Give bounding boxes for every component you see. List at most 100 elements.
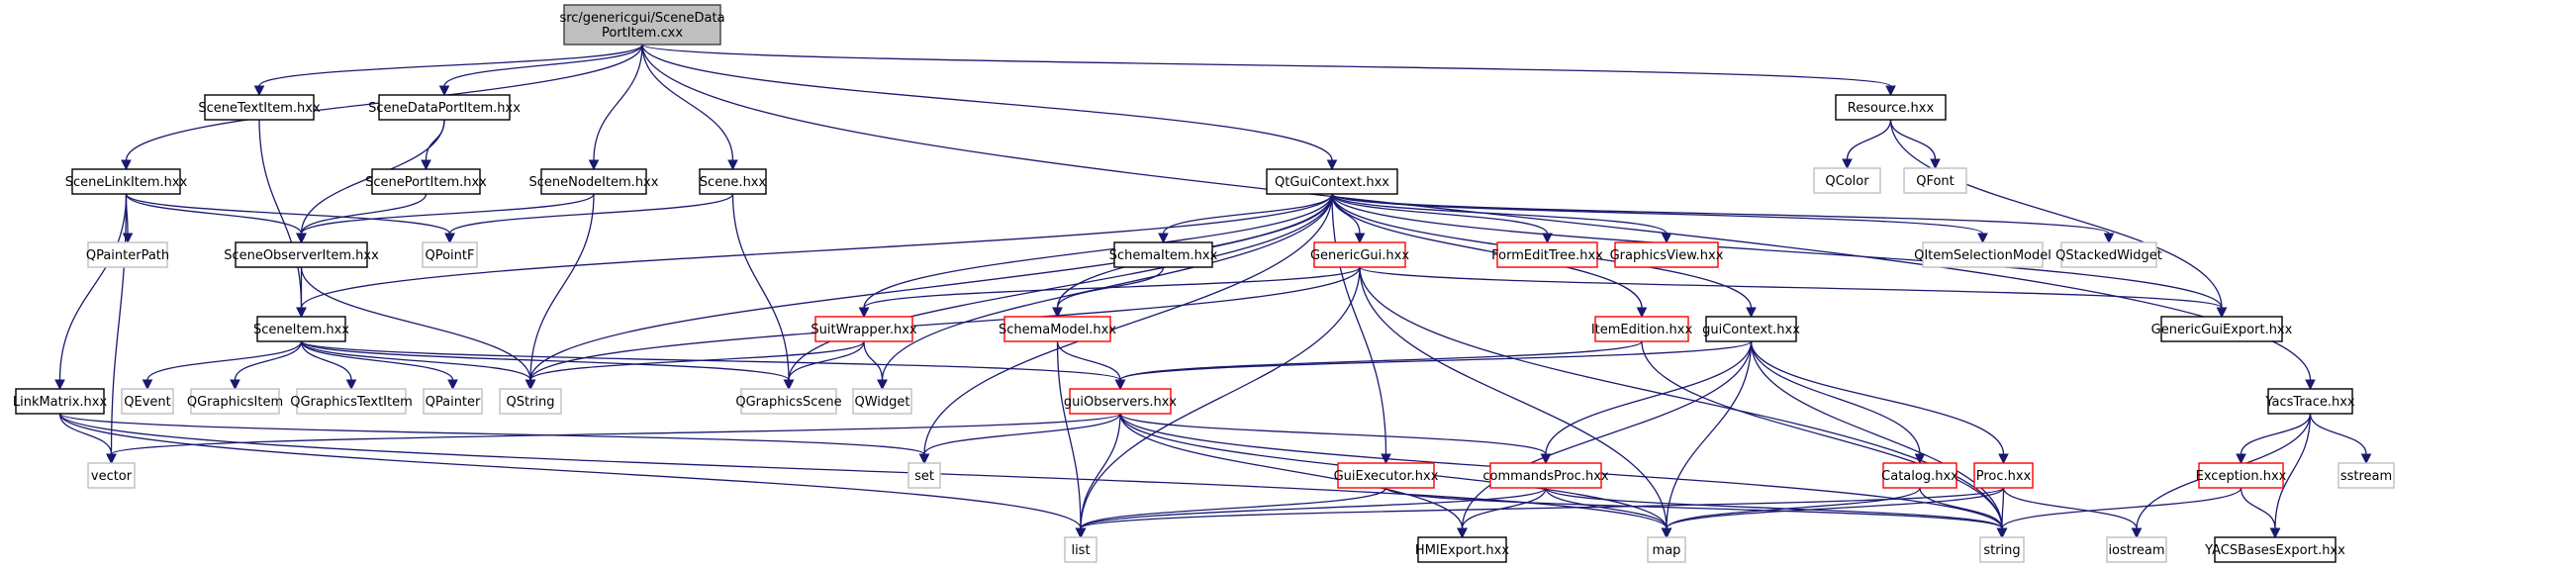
edge-SceneLinkItem-to-SceneObserverItem [125, 193, 303, 235]
edge-QtGuiContext-to-GuiExecutor [1331, 193, 1387, 455]
node-SceneTextItem[interactable]: SceneTextItem.hxx [198, 94, 321, 121]
node-Exception[interactable]: Exception.hxx [2196, 462, 2287, 489]
edge-guiContext-to-HMIExport [1461, 340, 1753, 529]
node-Catalog[interactable]: Catalog.hxx [1881, 462, 1958, 489]
arrowhead-Resource [1885, 85, 1896, 97]
node-box [563, 4, 721, 46]
node-box [1003, 316, 1111, 342]
node-GenericGuiExport[interactable]: GenericGuiExport.hxx [2151, 316, 2293, 342]
node-SchemaModel[interactable]: SchemaModel.hxx [999, 316, 1116, 342]
node-label: SceneDataPortItem.hxx [368, 101, 521, 116]
arrowhead-SceneItem [296, 307, 307, 319]
edge-GenericGui-to-GenericGuiExport [1359, 266, 2223, 309]
node-LinkMatrix[interactable]: LinkMatrix.hxx [13, 388, 108, 415]
edge-QtGuiContext-to-QItemSelectionModel [1331, 193, 1984, 235]
node-Scene[interactable]: Scene.hxx [699, 168, 767, 195]
node-box [2160, 316, 2283, 342]
node-box [2106, 536, 2167, 563]
edge-SuitWrapper-to-QString [529, 340, 865, 381]
node-box [1064, 536, 1097, 563]
node-QItemSelectionModel: QItemSelectionModel [1914, 241, 2051, 268]
node-label: commandsProc.hxx [1482, 469, 1608, 484]
node-string: string [1979, 536, 2025, 563]
node-QEvent: QEvent [121, 388, 174, 415]
node-box [2198, 462, 2284, 489]
node-guiObservers[interactable]: guiObservers.hxx [1064, 388, 1178, 415]
node-box [2214, 536, 2337, 563]
edge-LinkMatrix-to-vector [58, 413, 113, 455]
node-box [1813, 167, 1881, 194]
node-box [1705, 316, 1797, 342]
node-label: GenericGui.hxx [1310, 248, 1409, 263]
arrowhead-guiObservers [1114, 379, 1126, 391]
node-label: ScenePortItem.hxx [365, 175, 487, 190]
node-label: YacsTrace.hxx [2264, 395, 2355, 410]
node-SuitWrapper[interactable]: SuitWrapper.hxx [811, 316, 917, 342]
node-YACSBasesExport[interactable]: YACSBasesExport.hxx [2204, 536, 2345, 563]
edge-QtGuiContext-to-QGraphicsScene [788, 193, 1333, 381]
node-GraphicsView[interactable]: GraphicsView.hxx [1610, 241, 1724, 268]
arrowhead-SchemaModel [1052, 307, 1063, 319]
node-root[interactable]: src/genericgui/SceneDataPortItem.cxx [559, 4, 725, 46]
edge-YacsTrace-to-YACSBasesExport [2274, 413, 2312, 529]
node-guiContext[interactable]: guiContext.hxx [1702, 316, 1800, 342]
node-label: SceneNodeItem.hxx [529, 175, 659, 190]
node-box [1113, 241, 1213, 268]
edge-commandsProc-to-map [1545, 487, 1668, 529]
node-ScenePortItem[interactable]: ScenePortItem.hxx [365, 168, 487, 195]
node-box [1417, 536, 1507, 563]
edge-SceneItem-to-guiObservers [300, 340, 1121, 381]
node-label: guiContext.hxx [1702, 323, 1800, 337]
arrowhead-Exception [2236, 453, 2246, 465]
node-SceneLinkItem[interactable]: SceneLinkItem.hxx [65, 168, 188, 195]
node-label: string [1983, 543, 2020, 558]
node-SceneNodeItem[interactable]: SceneNodeItem.hxx [529, 168, 659, 195]
arrowhead-QFont [1930, 158, 1941, 170]
node-SceneDataPortItem[interactable]: SceneDataPortItem.hxx [368, 94, 521, 121]
node-SchemaItem[interactable]: SchemaItem.hxx [1109, 241, 1218, 268]
node-FormEditTree[interactable]: FormEditTree.hxx [1491, 241, 1603, 268]
edge-Scene-to-QGraphicsScene [731, 193, 790, 381]
edge-GuiExecutor-to-list [1080, 487, 1387, 529]
edge-root-to-Resource [641, 44, 1892, 87]
arrowhead-QEvent [142, 379, 153, 391]
edge-SceneItem-to-QGraphicsScene [300, 340, 790, 381]
arrowhead-QWidget [877, 379, 888, 391]
arrowhead-SceneDataPortItem [438, 85, 450, 97]
node-Resource[interactable]: Resource.hxx [1835, 94, 1947, 121]
arrowhead-map [1661, 527, 1672, 539]
node-box [190, 388, 280, 415]
edge-guiContext-to-commandsProc [1545, 340, 1753, 455]
arrowhead-set [918, 453, 930, 465]
edge-Proc-to-string [2001, 487, 2005, 529]
node-HMIExport[interactable]: HMIExport.hxx [1415, 536, 1509, 563]
node-GuiExecutor[interactable]: GuiExecutor.hxx [1334, 462, 1439, 489]
edge-root-to-SceneDataPortItem [443, 44, 643, 87]
node-YacsTrace[interactable]: YacsTrace.hxx [2264, 388, 2355, 415]
node-QtGuiContext[interactable]: QtGuiContext.hxx [1266, 168, 1398, 195]
arrowhead-YacsTrace [2305, 379, 2316, 391]
node-Proc[interactable]: Proc.hxx [1973, 462, 2034, 489]
node-box [1614, 241, 1719, 268]
node-commandsProc[interactable]: commandsProc.hxx [1482, 462, 1609, 489]
node-SceneObserverItem[interactable]: SceneObserverItem.hxx [224, 241, 379, 268]
arrowhead-SuitWrapper [858, 307, 870, 319]
edge-QtGuiContext-to-GenericGuiExport [1331, 193, 2223, 309]
nodes-layer: src/genericgui/SceneDataPortItem.cxxScen… [13, 4, 2395, 563]
arrowhead-SchemaItem [1158, 233, 1169, 244]
edge-guiContext-to-map [1666, 340, 1753, 529]
edge-SceneLinkItem-to-QPointF [125, 193, 451, 235]
arrowhead-YACSBasesExport [2269, 527, 2281, 539]
node-ItemEdition[interactable]: ItemEdition.hxx [1591, 316, 1693, 342]
node-box [1266, 168, 1398, 195]
arrowhead-Scene [727, 159, 738, 171]
edge-QtGuiContext-to-QStackedWidget [1331, 193, 2110, 235]
edge-Catalog-to-string [1919, 487, 2003, 529]
edge-SceneItem-to-QEvent [146, 340, 303, 381]
node-box [256, 316, 346, 342]
node-GenericGui[interactable]: GenericGui.hxx [1310, 241, 1409, 268]
node-label: SceneItem.hxx [253, 323, 349, 337]
edge-LinkMatrix-to-set [58, 413, 925, 455]
node-SceneItem[interactable]: SceneItem.hxx [253, 316, 349, 342]
edge-guiContext-to-Proc [1750, 340, 2005, 455]
